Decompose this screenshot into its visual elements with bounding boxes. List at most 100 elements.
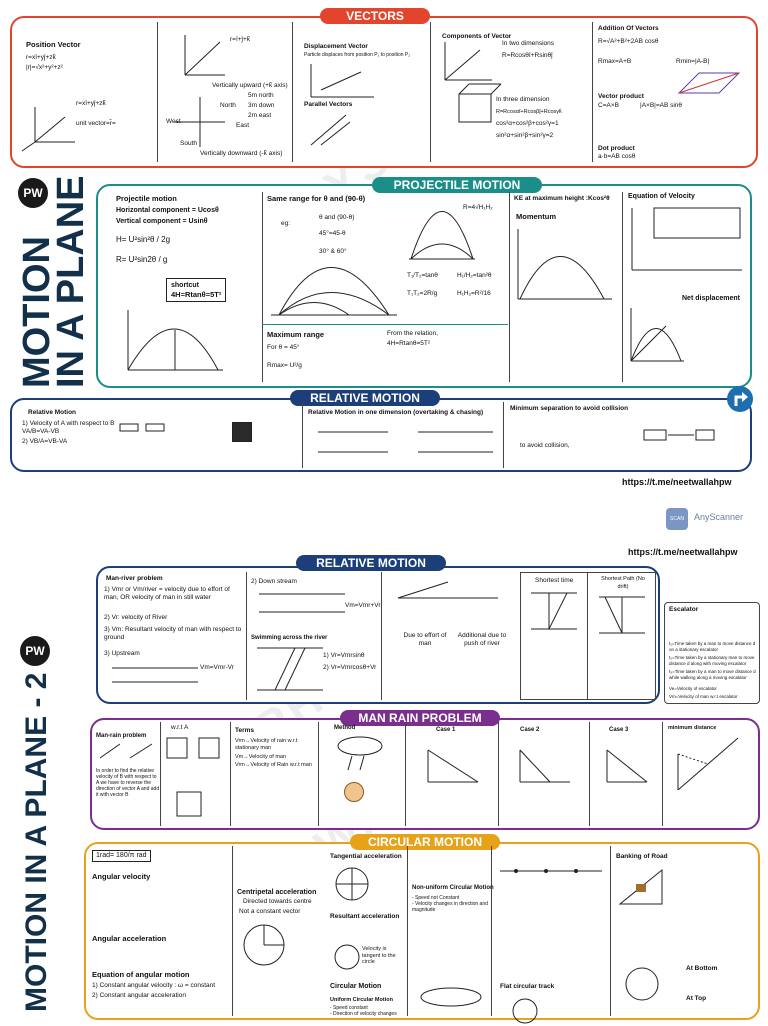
escalator-line-5: Vm=Velocity of man w.r.t escalator bbox=[669, 694, 738, 699]
vertically-upward: Vertically upward (+k̂ axis) bbox=[212, 82, 288, 89]
circular-nonuniform-section: Non-uniform Circular Motion - Speed not … bbox=[410, 846, 494, 1016]
axes-diagram bbox=[21, 107, 75, 152]
at-bottom: At Bottom bbox=[686, 965, 718, 972]
net-disp-title: Net displacement bbox=[682, 295, 740, 302]
projectile-samerange-section: Same range for θ and (90-θ) eg: θ and (9… bbox=[265, 190, 403, 324]
dot-product-title: Dot product bbox=[598, 145, 635, 152]
terms-title: Terms bbox=[235, 727, 255, 734]
time-eq: H= U²sin²θ / 2g bbox=[116, 235, 171, 244]
not-constant: Not a constant vector bbox=[239, 908, 301, 915]
url-page1[interactable]: https://t.me/neetwallahpw bbox=[622, 477, 732, 487]
vectors-displacement-section: Displacement Vector Particle displaces f… bbox=[296, 30, 426, 162]
cloud-icon bbox=[337, 736, 383, 771]
dir-ex-3: 2m east bbox=[248, 112, 272, 119]
parallel-title: Parallel Vectors bbox=[304, 101, 353, 108]
projectile-header: PROJECTILE MOTION bbox=[372, 177, 542, 193]
manrain-terms-section: Terms Vrm→Velocity of rain w.r.t station… bbox=[233, 722, 317, 826]
min-dist-title: minimum distance bbox=[668, 725, 717, 731]
dir-ex-2: 3m down bbox=[248, 102, 275, 109]
dir-north: North bbox=[220, 102, 236, 109]
projectile-relation-section: R=4√H₁H₂ T₁/T₂=tanθ H₁/H₂=tan²θ T₁T₂=2R/… bbox=[403, 190, 507, 324]
uniform-2: - Direction of velocity changes bbox=[330, 1011, 397, 1017]
pos-eq1: r=xî+yĵ+zk̂ bbox=[26, 54, 56, 61]
dir-south: South bbox=[180, 140, 197, 147]
relative2-panel bbox=[96, 566, 660, 704]
velocity-tangent: Velocity is tangent to the circle bbox=[362, 946, 396, 965]
dir-ex-1: 5m north bbox=[248, 92, 274, 99]
components-diagram bbox=[444, 42, 492, 81]
method-title: Method bbox=[334, 725, 356, 731]
max-range-angle: For θ = 45° bbox=[267, 344, 300, 351]
r-eq: R=4√H₁H₂ bbox=[463, 204, 493, 211]
nonuniform-2: - Velocity changes in direction and magn… bbox=[412, 901, 488, 913]
uniform-title: Uniform Circular Motion bbox=[330, 997, 393, 1003]
scanner-label: AnyScanner bbox=[694, 512, 744, 522]
rmax: Rmax=A+B bbox=[598, 58, 632, 65]
projectile-velocity-section: Equation of Velocity Net displacement bbox=[624, 190, 748, 380]
h1h2: H₁H₂=R²/16 bbox=[457, 290, 491, 297]
downstream-section: 2) Down stream Vm=Vmr+Vr Swimming across… bbox=[249, 572, 381, 700]
dir-east: East bbox=[236, 122, 250, 129]
rel2: 2) VB/A=VB-VA bbox=[22, 438, 68, 445]
two-dim: In two dimensions bbox=[502, 40, 555, 47]
manrain-case3-section: Case 3 bbox=[591, 722, 661, 826]
from-relation: From the relation, bbox=[387, 330, 438, 337]
turn-icon[interactable] bbox=[727, 386, 753, 412]
pw-logo: PW bbox=[18, 178, 48, 208]
term2: Vm→Velocity of man bbox=[235, 754, 287, 760]
one-dim-title: Relative Motion in one dimension (overta… bbox=[308, 409, 484, 416]
t1t2: T₁T₂=2R/g bbox=[407, 290, 438, 297]
centripetal-circle bbox=[243, 924, 285, 966]
uniform-1: - Speed constant bbox=[330, 1005, 368, 1011]
h-eq: H₁/H₂=tan²θ bbox=[457, 272, 492, 279]
banking-diagram bbox=[618, 868, 663, 905]
manrain-title: Man-rain problem bbox=[96, 733, 147, 739]
two-dim-eq: R=Rcosθî+Rsinθĵ bbox=[502, 52, 553, 59]
man-river-section: Man-river problem 1) Vmr or Vm/river = v… bbox=[100, 572, 245, 700]
resultant-circle bbox=[334, 944, 360, 970]
dir-west: West bbox=[166, 118, 181, 125]
effort-diagram bbox=[397, 581, 498, 599]
shortcut-box: shortcut 4H=Rtanθ=5T² bbox=[166, 278, 227, 302]
case3-title: Case 3 bbox=[609, 727, 629, 733]
projectile-path-diagram bbox=[127, 310, 223, 371]
case3-diagram bbox=[606, 749, 648, 783]
manrain-method-section: Method bbox=[320, 722, 404, 826]
circular-panel bbox=[84, 842, 760, 1020]
rmax-eq: Rmax= U²/g bbox=[267, 362, 302, 369]
velocity-diagram bbox=[631, 207, 742, 271]
vertical-circle bbox=[625, 967, 659, 1001]
compass-diagram bbox=[175, 97, 225, 147]
same-range-title: Same range for θ and (90-θ) bbox=[267, 194, 366, 203]
manrain-header: MAN RAIN PROBLEM bbox=[340, 710, 500, 726]
escalator-line-4: Ve=Velocity of escalator bbox=[669, 686, 717, 691]
projectile-title: Projectile motion bbox=[116, 194, 177, 203]
nonuniform-1: - Speed not Constant bbox=[412, 895, 460, 901]
url-page2[interactable]: https://t.me/neetwallahpw bbox=[628, 547, 738, 557]
manrain-case2-section: Case 2 bbox=[500, 722, 588, 826]
horizontal-comp: Horizontal component = Ucosθ bbox=[116, 207, 219, 214]
flat-track-title: Flat circular track bbox=[500, 983, 555, 990]
manrain-vectors-diagram bbox=[99, 743, 153, 759]
centripetal-desc: Directed towards centre bbox=[243, 898, 312, 905]
term1: Vrm→Velocity of rain w.r.t stationary ma… bbox=[235, 738, 298, 751]
displacement-diagram bbox=[310, 64, 374, 98]
mag-eq: r=î+ĵ+k̂ bbox=[230, 36, 251, 43]
unit-vector: unit vector=r̂= bbox=[76, 120, 116, 127]
projectile-basic-section: Projectile motion Horizontal component =… bbox=[110, 190, 258, 380]
wrt-diagram bbox=[166, 737, 220, 817]
man-icon bbox=[344, 782, 364, 802]
manrain-case1-section: Case 1 bbox=[408, 722, 498, 826]
max-range-title: Maximum range bbox=[267, 330, 325, 339]
same-range-diagram bbox=[271, 267, 397, 316]
rel1: 1) Velocity of A with respect to B bbox=[22, 420, 115, 427]
displacement-desc: Particle displaces from position P₁ to p… bbox=[304, 52, 411, 58]
vectors-3d-section: r=î+ĵ+k̂ Vertically upward (+k̂ axis) No… bbox=[160, 30, 290, 162]
eg-label: eg: bbox=[281, 220, 291, 227]
vector-product-title: Vector product bbox=[598, 93, 644, 100]
eq-angular-title: Equation of angular motion bbox=[92, 970, 190, 979]
manrain-desc: In order to find the relative velocity o… bbox=[96, 768, 160, 798]
escalator-line-2: t₂=Time taken by a stationary man to mov… bbox=[669, 655, 755, 666]
vectors-position-section: Position Vector r=xî+yĵ+zk̂ |r|=√x²+y²+z… bbox=[20, 30, 155, 162]
turn-right-arrow-icon bbox=[734, 392, 748, 406]
